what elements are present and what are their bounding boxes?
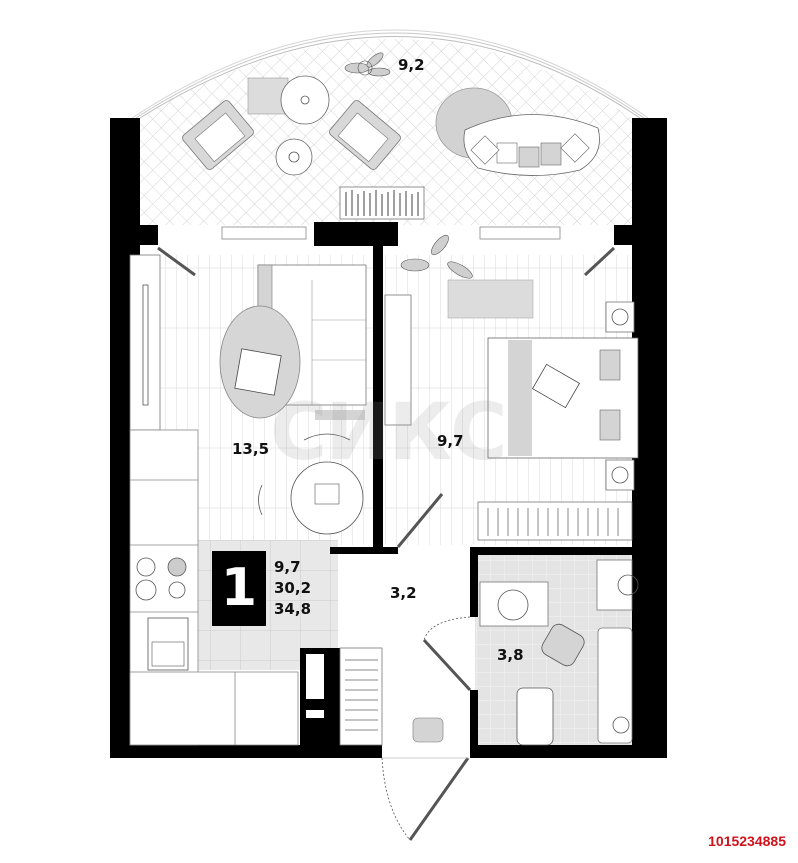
rug-icon	[447, 279, 534, 319]
round-table-icon	[280, 75, 330, 125]
room-area-hallway: 3,2	[390, 584, 417, 602]
dining-table-icon	[258, 433, 364, 535]
tv-cabinet-icon	[129, 254, 161, 431]
room-area-balcony: 9,2	[398, 56, 425, 74]
balcony-door	[157, 246, 196, 277]
sofa-icon	[463, 114, 600, 176]
sink-icon	[147, 617, 189, 671]
window	[221, 226, 307, 240]
bed-icon	[487, 337, 639, 459]
bath-mat-icon	[541, 623, 585, 667]
coffee-table-icon	[234, 348, 282, 396]
pouf-icon	[275, 138, 313, 176]
washbasin-icon	[479, 581, 549, 627]
dresser-icon	[384, 294, 412, 426]
area-summary: 9,7 30,2 34,8	[274, 557, 311, 620]
armchair-icon	[329, 100, 401, 170]
listing-id: 1015234885	[708, 833, 786, 849]
room-area-living-kitchen: 13,5	[232, 440, 270, 458]
entrance-door	[381, 757, 470, 841]
balcony-door	[583, 246, 616, 277]
rug-icon	[412, 717, 444, 743]
washing-machine-icon	[596, 559, 639, 611]
bedroom-door	[396, 493, 444, 548]
bookshelf-icon	[339, 186, 425, 220]
armchair-icon	[182, 100, 254, 170]
window	[479, 226, 561, 240]
kitchen-counter	[129, 429, 299, 746]
room-area-bathroom: 3,8	[497, 646, 524, 664]
plant-icon	[400, 234, 473, 279]
rooms-count-badge: 1	[212, 551, 266, 626]
plant-icon	[344, 52, 391, 77]
toilet-icon	[516, 687, 554, 746]
wardrobe-icon	[477, 501, 633, 541]
room-area-bedroom: 9,7	[437, 432, 464, 450]
net-area: 30,2	[274, 579, 312, 597]
apartment-summary: 1 9,7 30,2 34,8	[212, 551, 330, 626]
total-area: 34,8	[274, 600, 312, 618]
stove-icon	[135, 557, 187, 601]
living-area: 9,7	[274, 558, 301, 576]
bathroom-door	[422, 616, 472, 692]
balcony	[131, 29, 649, 225]
shoe-rack-icon	[339, 647, 383, 746]
bathtub-icon	[597, 627, 633, 744]
nightstand-icon	[605, 301, 635, 491]
